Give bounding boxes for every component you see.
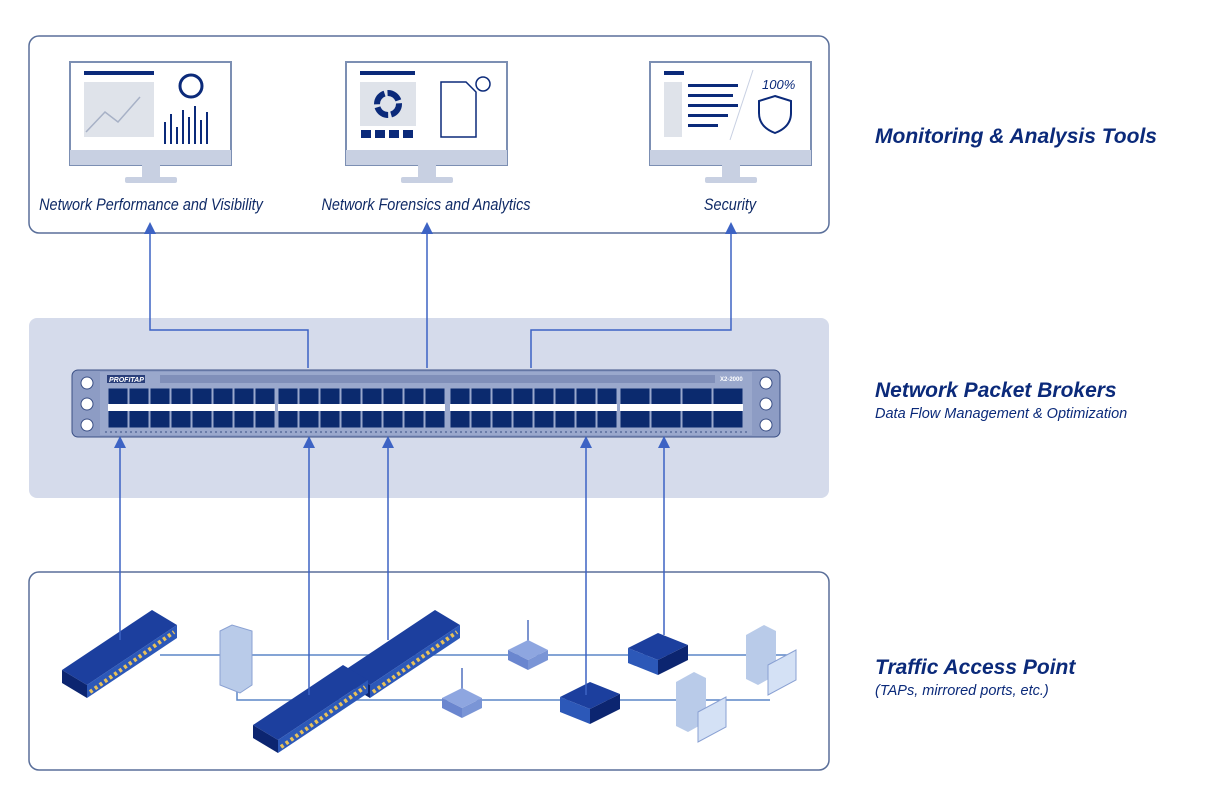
access-heading: Traffic Access Point [875, 656, 1076, 679]
server-rack-icon [219, 624, 253, 694]
broker-subheading: Data Flow Management & Optimization [875, 406, 1128, 422]
switch-ports [107, 387, 744, 429]
port-label-strip [108, 404, 275, 411]
monitor-performance [69, 61, 232, 184]
switch-logo: PROFITAP [109, 377, 144, 384]
caption-security: Security [703, 195, 757, 214]
tool-arrows [144, 222, 737, 368]
shield-lock-icon [758, 94, 792, 135]
caption-forensics: Network Forensics and Analytics [321, 195, 531, 214]
document-icon [440, 81, 477, 138]
port-label-strip [278, 404, 445, 411]
broker-heading: Network Packet Brokers [875, 379, 1117, 402]
monitor-forensics [345, 61, 508, 184]
donut-chart-icon [374, 90, 402, 118]
port-label-strip [450, 404, 617, 411]
port-label-strip [620, 404, 743, 411]
caption-performance: Network Performance and Visibility [39, 195, 263, 214]
switch-model: X2-2000 [720, 377, 743, 383]
access-subheading: (TAPs, mirrored ports, etc.) [875, 683, 1049, 699]
packet-broker-switch: PROFITAP X2-2000 [71, 369, 781, 438]
access-box [28, 571, 830, 771]
pie-chart-icon [178, 73, 204, 99]
broker-arrows [114, 436, 670, 695]
tools-heading: Monitoring & Analysis Tools [875, 125, 1157, 148]
security-percent: 100% [762, 77, 795, 92]
info-icon [475, 76, 491, 92]
bar-chart-icon [164, 106, 208, 144]
monitor-security: 100% [649, 61, 812, 184]
